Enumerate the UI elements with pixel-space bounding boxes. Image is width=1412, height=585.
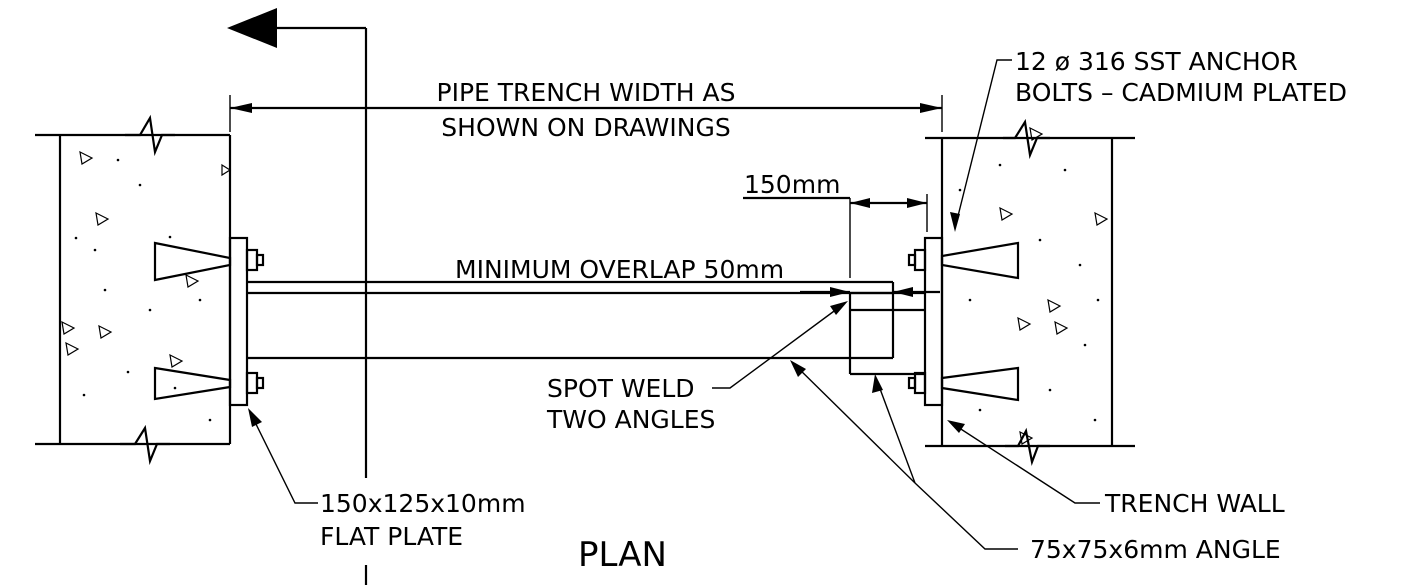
trench-width-label-line2: SHOWN ON DRAWINGS — [441, 113, 730, 142]
trench-width-dimension — [229, 95, 943, 132]
dimension-150-label: 150mm — [744, 170, 840, 199]
anchor-bolt-label-line2: BOLTS – CADMIUM PLATED — [1015, 78, 1347, 107]
spot-weld-label-line1: SPOT WELD — [547, 374, 695, 403]
minimum-overlap-label: MINIMUM OVERLAP 50mm — [455, 255, 784, 284]
angle-leader — [790, 360, 1018, 550]
trench-wall-label: TRENCH WALL — [1104, 489, 1285, 518]
dimension-150 — [743, 194, 928, 278]
flat-plate-label-line2: FLAT PLATE — [320, 522, 463, 551]
minimum-overlap-dimension — [800, 287, 940, 297]
anchor-bolt-leader — [950, 59, 1012, 232]
spot-weld-leader — [712, 301, 848, 389]
section-arrow-icon — [227, 8, 277, 48]
trench-wall-leader — [947, 420, 1100, 504]
left-concrete-wall — [35, 114, 232, 466]
right-concrete-wall — [925, 118, 1135, 467]
section-cut-marker — [227, 8, 368, 585]
right-flat-plate — [923, 236, 944, 407]
steel-angle-left — [247, 280, 895, 360]
left-flat-plate — [228, 236, 249, 407]
view-title: PLAN — [578, 535, 667, 575]
angle-label: 75x75x6mm ANGLE — [1030, 535, 1281, 564]
flat-plate-leader — [248, 408, 318, 504]
steel-angle-right — [848, 291, 925, 376]
trench-width-label-line1: PIPE TRENCH WIDTH AS — [437, 78, 736, 107]
flat-plate-label-line1: 150x125x10mm — [320, 489, 526, 518]
anchor-bolt-label-line1: 12 ø 316 SST ANCHOR — [1015, 47, 1298, 76]
spot-weld-label-line2: TWO ANGLES — [546, 405, 715, 434]
